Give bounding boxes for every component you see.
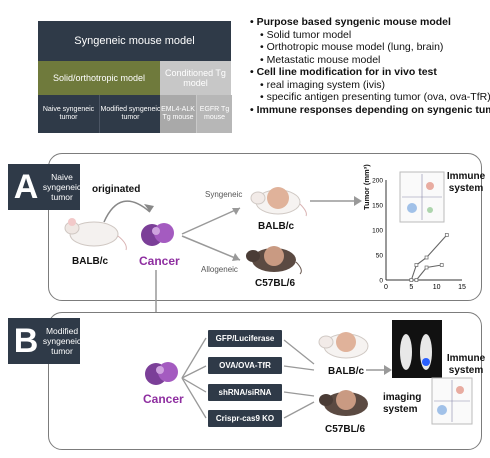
bullet-text: Orthotropic mouse model (lung, brain): [266, 41, 444, 53]
panel-a-letter: A: [8, 164, 44, 210]
table-cell-eml4: EML4-ALK Tg mouse: [160, 95, 196, 133]
fan-arrows-b: [181, 337, 207, 419]
bullet-text: Cell line modification for in vivo test: [256, 66, 437, 78]
originated-arrow: [103, 200, 154, 223]
chart-x-tick: 5: [409, 284, 413, 291]
syngeneic-label: Syngeneic: [205, 190, 243, 199]
chart-series-line: [410, 234, 448, 281]
white-mouse-icon: [64, 218, 127, 251]
table-cell-egfr: EGFR Tg mouse: [196, 95, 232, 133]
chart-axes: [385, 180, 462, 281]
chart-y-tick: 50: [376, 253, 384, 260]
bullet-item: • Solid tumor model: [260, 28, 352, 41]
chart-point: [414, 278, 419, 282]
chart-y-tick: 150: [372, 203, 383, 210]
cancer-cell-icon: [145, 362, 178, 385]
chart-point: [409, 278, 414, 282]
balbc-mouse-icon: [318, 332, 369, 359]
mod-ova-tfr: OVA/OVA-TfR: [208, 357, 282, 374]
balbc-mouse-icon: [250, 187, 307, 217]
chart-ylabel: Tumor (mm³): [362, 164, 371, 210]
bullet-text: Purpose based syngenic mouse model: [256, 16, 451, 28]
bullet-item: • Immune responses depending on syngenic…: [250, 104, 490, 117]
c57-mouse-icon: [246, 246, 302, 275]
table-header: Syngeneic mouse model: [38, 21, 231, 61]
imaging-system-label: imaging system: [383, 392, 422, 415]
chart-point: [444, 233, 449, 237]
bullet-text: Metastatic mouse model: [266, 53, 381, 66]
chart-point: [414, 263, 419, 267]
arrow-to-imaging: [366, 365, 392, 375]
bullet-text: Immune responses depending on syngenic t…: [256, 103, 490, 116]
bullet-item: • Purpose based syngenic mouse model: [250, 16, 451, 28]
balbc-label-a: BALB/c: [258, 221, 295, 232]
chart-x-tick: 10: [433, 284, 441, 291]
panel-a-tag: Naive syngeneic tumor: [43, 164, 81, 210]
chart-y-tick: 200: [372, 178, 383, 185]
chart-y-tick: 0: [379, 278, 383, 285]
originated-label: originated: [92, 184, 141, 195]
chart-point: [424, 265, 429, 270]
table-conditioned-model: Conditioned Tg model: [160, 61, 231, 95]
c57-mouse-icon: [319, 390, 368, 416]
flow-cytometry-icon: [431, 377, 473, 425]
cancer-label-b: Cancer: [143, 392, 184, 406]
bullet-item: • Orthotropic mouse model (lung, brain): [260, 41, 444, 53]
flow-cytometry-icon: [399, 171, 445, 223]
bullet-text: Solid tumor model: [266, 28, 352, 41]
mod-crispr-ko: Crispr-cas9 KO: [208, 410, 282, 427]
bullet-list: • Purpose based syngenic mouse model • S…: [250, 16, 490, 116]
panel-b-letter: B: [8, 318, 44, 364]
chart-lines: [409, 233, 449, 282]
mod-gfp-luciferase: GFP/Luciferase: [208, 330, 282, 347]
chart-point: [439, 263, 444, 267]
model-table: Syngeneic mouse model Solid/orthotropic …: [38, 21, 232, 133]
source-mouse-label: BALB/c: [72, 256, 109, 267]
chart-series-line: [415, 264, 442, 281]
bullet-item: • real imaging system (ivis): [260, 78, 386, 91]
chart-x-tick: 15: [458, 284, 466, 291]
arrow-to-chart: [310, 196, 362, 206]
chart-point: [424, 255, 429, 260]
c57-label-b: C57BL/6: [325, 424, 366, 435]
balbc-label-b: BALB/c: [328, 366, 365, 377]
cancer-label-a: Cancer: [139, 254, 180, 268]
bullet-item: • Metastatic mouse model: [260, 53, 381, 66]
immune-system-label-a: Immune system: [446, 171, 486, 194]
cancer-cell-icon: [141, 223, 174, 246]
chart-x-tick: 0: [384, 284, 388, 291]
table-solid-model: Solid/orthotropic model: [38, 61, 160, 95]
allogeneic-label: Allogeneic: [201, 265, 238, 274]
chart-y-tick: 100: [372, 228, 383, 235]
bullet-text: real imaging system (ivis): [266, 78, 386, 91]
bullet-item: • specific antigen presenting tumor (ova…: [260, 91, 490, 103]
c57-label-a: C57BL/6: [255, 278, 296, 289]
ivis-image-icon: [392, 320, 442, 378]
table-cell-modified: Modified syngeneic tumor: [99, 95, 161, 133]
table-cell-naive: Naive syngeneic tumor: [38, 95, 99, 133]
bullet-item: • Cell line modification for in vivo tes…: [250, 66, 437, 78]
bullet-text: specific antigen presenting tumor (ova, …: [266, 91, 490, 103]
converge-arrows-b: [283, 339, 315, 419]
immune-system-label-b: Immune system: [446, 353, 486, 376]
panel-b-tag: Modified syngeneic tumor: [43, 318, 81, 364]
branch-arrows-a: [181, 207, 241, 261]
mod-shrna-sirna: shRNA/siRNA: [208, 384, 282, 401]
